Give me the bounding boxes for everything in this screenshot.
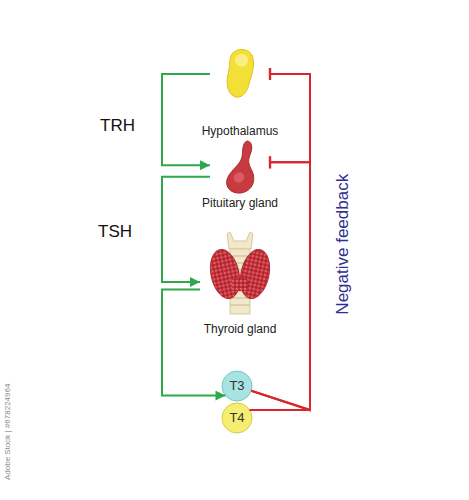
stimulation-arrow	[162, 289, 225, 395]
gland-illustration	[200, 232, 280, 314]
gland-name: Thyroid gland	[204, 322, 277, 336]
hormone-circle: T3	[221, 370, 253, 402]
circle-fill	[222, 403, 252, 433]
circle-fill	[222, 371, 252, 401]
hormone-name: T4	[221, 402, 253, 434]
stimulation-arrow	[162, 177, 210, 282]
gland-node: Thyroid gland	[170, 232, 310, 336]
watermark-text: Adobe Stock | #678224964	[3, 362, 13, 500]
gland-name: Hypothalamus	[202, 124, 279, 138]
hormone-name: T3	[221, 370, 253, 402]
hormone-label: TSH	[98, 222, 132, 242]
gland-illustration	[210, 138, 270, 196]
stimulation-arrow	[162, 74, 210, 165]
gland-illustration	[210, 46, 270, 102]
gland-name: Pituitary gland	[202, 196, 278, 210]
hormone-circle: T4	[221, 402, 253, 434]
feedback-label: Negative feedback	[333, 144, 353, 344]
hormone-label: TRH	[100, 116, 135, 136]
gland-node: Hypothalamus	[180, 46, 300, 138]
gland-node: Pituitary gland	[180, 138, 300, 210]
